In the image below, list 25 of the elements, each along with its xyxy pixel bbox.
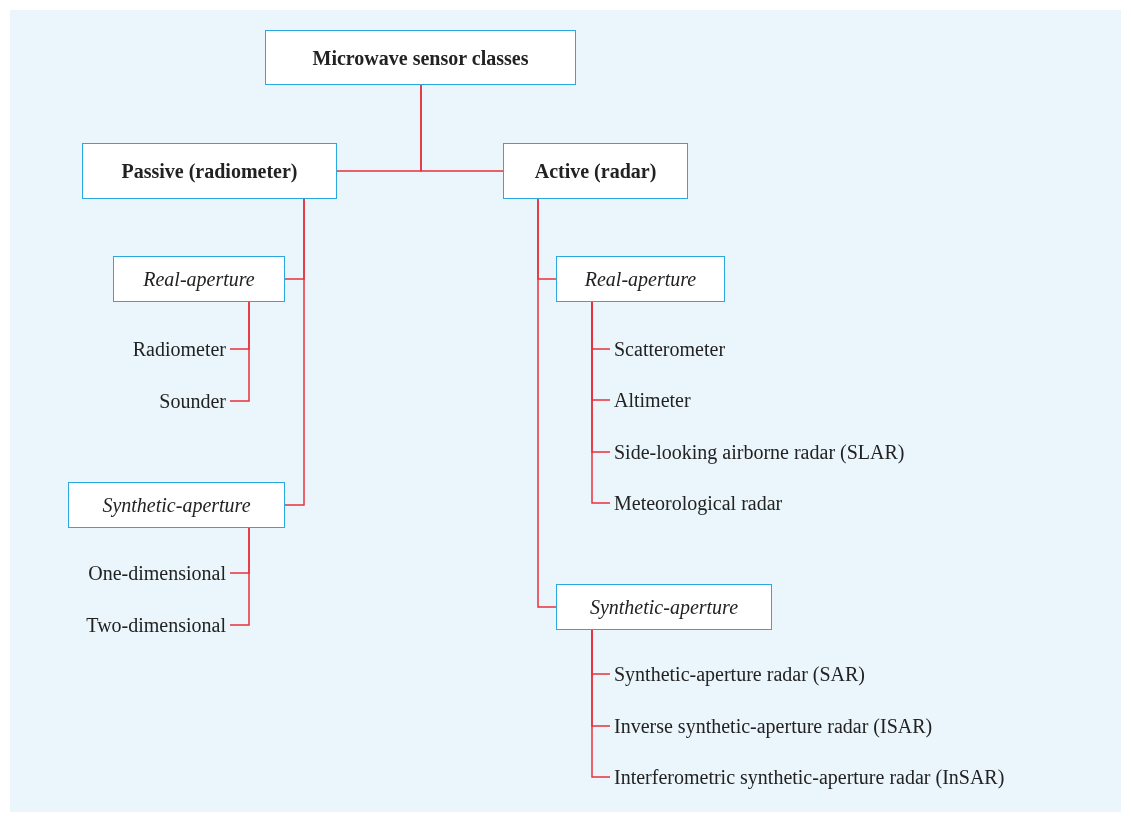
connector-line — [537, 198, 557, 608]
connector-line — [591, 301, 611, 504]
category-box: Microwave sensor classes — [265, 30, 576, 85]
sensor-type-label: One-dimensional — [88, 561, 226, 585]
category-box: Real-aperture — [556, 256, 725, 302]
category-box: Real-aperture — [113, 256, 285, 302]
sensor-type-label: Sounder — [159, 389, 226, 413]
connector-line — [284, 198, 305, 506]
category-box: Synthetic-aperture — [68, 482, 285, 528]
connector-line — [229, 527, 250, 626]
category-box: Passive (radiometer) — [82, 143, 337, 199]
category-box: Synthetic-aperture — [556, 584, 772, 630]
sensor-type-label: Side-looking airborne radar (SLAR) — [614, 440, 905, 464]
connector-line — [229, 301, 250, 402]
connector-line — [591, 629, 611, 778]
sensor-type-label: Two-dimensional — [86, 613, 226, 637]
sensor-type-label: Synthetic-aperture radar (SAR) — [614, 662, 865, 686]
sensor-type-label: Inverse synthetic-aperture radar (ISAR) — [614, 714, 933, 738]
category-box: Active (radar) — [503, 143, 688, 199]
sensor-type-label: Radiometer — [132, 337, 226, 361]
sensor-type-label: Altimeter — [614, 388, 691, 412]
connector-line — [420, 84, 504, 172]
sensor-type-label: Interferometric synthetic-aperture radar (InSAR) — [614, 765, 1005, 789]
sensor-type-label: Scatterometer — [614, 337, 726, 361]
sensor-type-label: Meteorological radar — [614, 491, 783, 515]
